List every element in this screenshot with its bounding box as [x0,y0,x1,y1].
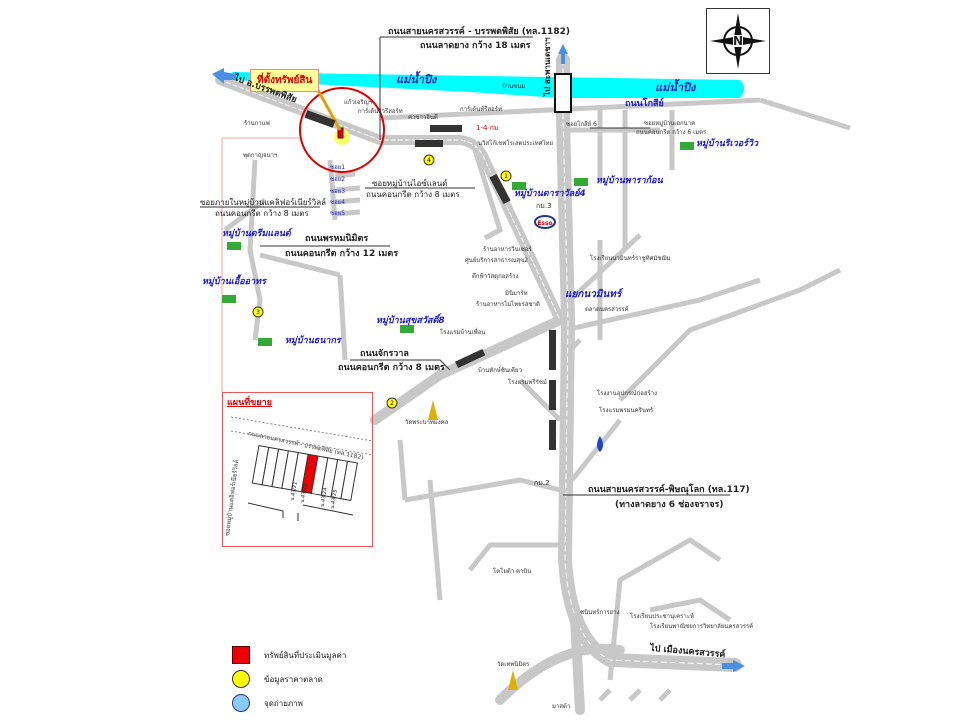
soi-inner-name: ซอยภายในหมู่บ้านแคลิฟอร์เนียร์วิลล์ [200,198,326,207]
inset-title: แผนที่ขยาย [227,398,272,408]
legend-label: ทรัพย์สินที่ประเมินมูลค่า [264,650,347,660]
landmark-restaurant1: ร้านอาหารวินเซอร์ [483,246,532,253]
esso-icon [534,215,556,229]
landmark-school3: โรงเรียนพาณิชยการวิทยาลัยนครสวรรค์ [650,623,754,630]
landmark-chevrolet: นวิสโก้เชฟโรเลตประเทศไทย [478,140,553,147]
soi-1: ซอย1 [330,164,346,171]
landmark-honda: ชนินทร์การยาง [580,609,620,616]
yellow-circle-icon [232,670,250,688]
village-dreamland: หมู่บ้านดรีมแลนด์ [222,229,291,239]
subject-circle [299,87,385,173]
kosi-soi-label: ซอยโกสีย์ 6 [566,121,597,128]
to-north-label: ไป สะพานเดชาฯ [543,37,552,96]
landmark-hotel3: โรงแรมพรมนครินทร์ [599,407,654,414]
landmark-school1: โรงเรียนนวมินทร์ราชูทิศมัชฌิม [590,255,671,262]
subject-label: ที่ตั้งทรัพย์สิน [250,69,320,92]
village-suksawat8: หมู่บ้านสุขสวัสดิ์8 [376,316,445,326]
soi-inner-desc: ถนนคอนกรีต กว้าง 8 เมตร [215,209,309,218]
chakrawan-road-name: ถนนจักรวาล [360,349,409,359]
landmark-kindergarten: พุดกาญจนาฯ [243,152,278,159]
legend-item-appraised: ทรัพย์สินที่ประเมินมูลค่า [232,646,346,664]
village-riverview: หมู่บ้านริเวอร์วิว [696,139,759,149]
landmark-service: ศูนย์บริการสาธารณสุข2 [465,257,529,264]
village-paragon: หมู่บ้านพาราก้อน [596,176,663,186]
landmark-cargarden1: การ์เด้นวิวรีสอร์ท [358,108,403,115]
landmark-makro: มาสด้า [552,703,571,710]
red-square-icon [232,646,250,664]
soi-kanok-desc: ถนนคอนกรีต กว้าง 6 เมตร [636,129,707,136]
building-blocks [304,110,556,450]
village-thanakorn: หมู่บ้านธนากร [285,336,341,346]
inset-lots [230,416,372,521]
soi-island-name: ซอยหมู่บ้านไอซ์แลนด์ [372,179,448,188]
landmark-temple1: วัดพระบาทมงคล [405,419,449,426]
landmark-market: ตลาดนครสวรรค์ [585,306,629,313]
arrow-east-icon [722,660,745,672]
esso-logo-text: Esso [537,220,552,227]
arrow-west-icon [212,68,236,84]
landmark-cargarden2: การ์เด้นท์รีสอร์ท [460,106,502,113]
chakrawan-road-desc: ถนนคอนกรีต กว้าง 8 เมตร [338,363,445,373]
landmark-hotel1: โรงแรมบ้านเพื่อน [440,329,486,336]
marker-1: 1 [504,173,508,180]
village-ueaarthorn: หมู่บ้านเอื้ออาทร [202,277,266,287]
marker-3: 3 [256,309,260,316]
landmark-km2: กม.2 [534,479,550,487]
subject-label-pointer [316,89,342,131]
compass-north-letter: N [733,34,744,48]
landmark-house: บ้านขนม [502,83,526,90]
callout-lines [200,36,730,496]
bridge [554,73,572,113]
ptt-icon [597,436,603,452]
landmark-rice: ค่าขาวอินดี [408,114,438,121]
landmark-kaew: แก้วเจริญฯ [344,99,373,106]
landmark-coffee: ร้านกาแฟ [244,120,270,127]
landmark-building: ตึกฟ้าวัสดุก่อสร้าง [472,273,519,280]
landmark-factory: โรงงานอุปกรณ์ก่อสร้าง [597,390,658,397]
road-1182-name: ถนนสายนครสวรรค์ - บรรพตพิสัย (ทล.1182) [388,27,570,37]
road-117-name: ถนนสายนครสวรรค์-พิษณุโลก (ทล.117) [588,485,750,495]
marker-2: 2 [390,400,394,407]
legend-label: ข้อมูลราคาตลาด [264,674,323,684]
river [232,72,744,98]
soi-island-desc: ถนนคอนกรีต กว้าง 8 เมตร [366,190,460,199]
market-data-markers [252,154,512,409]
soi-kanok-name: ซอยหมู่บ้านเอกนาค [644,120,696,127]
legend-item-photo-point: จุดถ่ายภาพ [232,694,303,712]
soi-4: ซอย4 [330,199,346,206]
landmark-hotel2: โรงแรมพรีรัชม์ [508,379,547,386]
junction-label: แยกนวมินทร์ [565,289,622,300]
minor-roads [223,97,851,702]
village-darawan4: หมู่บ้านดาราวัลย์4 [514,189,586,199]
landmark-restaurant2: ร้านอาหารไม่ไทยรสชาติ [476,301,540,308]
landmark-km3: กม.3 [536,202,552,210]
village-icons [222,142,694,346]
landmark-school2: โรงเรียนประชานุเคราะห์ [630,613,694,620]
legend-label: จุดถ่ายภาพ [264,698,303,708]
river-label-left: แม่น้ำปิง [396,73,437,86]
soi-2: ซอย2 [330,176,346,183]
landmark-toyota: โตโยต้า คาบิน [493,568,532,575]
inset-map: แผนที่ขยาย ถนนสายนครสวรรค์ - บรรพตพิสัย … [222,392,373,547]
arrow-north-icon [558,44,568,64]
road-1182-desc: ถนนลาดยาง กว้าง 18 เมตร [420,41,531,51]
phrom-road-name: ถนนพรหมนิมิตร [305,234,369,244]
legend-item-market-data: ข้อมูลราคาตลาด [232,670,323,688]
photo-point-icon [232,694,250,712]
road-117-desc: (ทางลาดยาง 6 ช่องจราจร) [615,500,724,510]
compass: N [706,8,770,74]
temple-icon [508,670,518,690]
river-label-right: แม่น้ำปิง [655,81,696,94]
soi-3: ซอย3 [330,188,346,195]
landmark-wood: บ้านทักษ์ชินเคียว [478,367,522,374]
distance-label: 1-4 กม [476,124,499,132]
kosi-road-label: ถนนโกสีย์ [625,99,664,109]
marker-4: 4 [427,157,431,164]
soi-5: ซอย5 [330,210,346,217]
phrom-road-desc: ถนนคอนกรีต กว้าง 12 เมตร [285,249,399,259]
temple-icon [428,400,438,420]
landmark-mini: มินิมาร์ท [505,290,528,297]
landmark-temple2: วัดเทพนิมิตร [497,661,530,668]
